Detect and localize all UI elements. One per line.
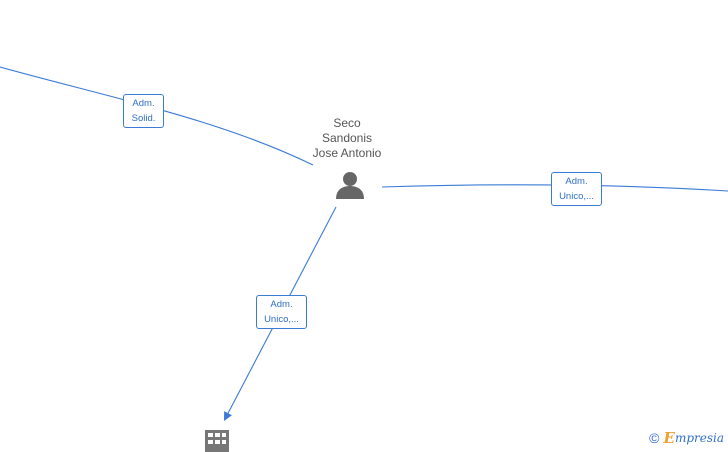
building-icon[interactable] [205, 430, 229, 452]
brand-logo-text: mpresia [674, 431, 724, 445]
relation-label-line: Unico,... [264, 314, 299, 325]
brand-watermark: © E mpresia [649, 429, 724, 447]
relation-label-line: Unico,... [559, 191, 594, 202]
person-name-line: Sandonis [321, 131, 373, 145]
relation-label-line: Adm. [270, 299, 293, 310]
relation-label-adm-unico-right[interactable]: Adm. Unico,... [551, 172, 602, 206]
person-name-line: Seco [333, 116, 361, 130]
relation-label-line: Adm. [132, 98, 155, 109]
person-name-line: Jose Antonio [312, 146, 382, 160]
edge-adm-unico-right [381, 184, 728, 192]
person-name[interactable]: Seco Sandonis Jose Antonio [287, 116, 407, 161]
brand-logo-initial: E [663, 429, 675, 447]
edge-adm-solid [0, 66, 314, 166]
relation-label-line: Solid. [131, 113, 156, 124]
person-icon[interactable] [335, 171, 365, 199]
relation-label-line: Adm. [565, 176, 588, 187]
relation-label-adm-unico-down[interactable]: Adm. Unico,... [256, 295, 307, 329]
copyright-symbol: © [649, 430, 660, 446]
relation-label-adm-solid[interactable]: Adm. Solid. [123, 94, 164, 128]
